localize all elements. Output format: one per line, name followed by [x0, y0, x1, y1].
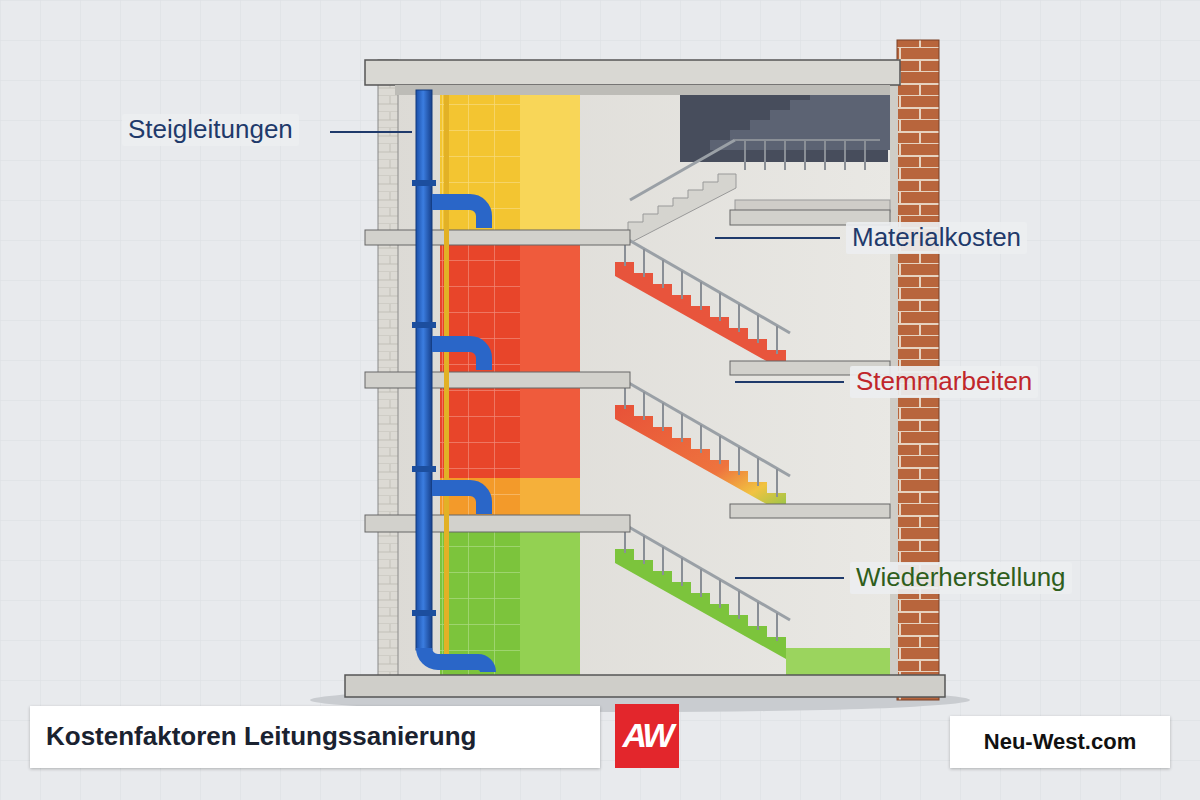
title-text: Kostenfaktoren Leitungssanierung — [46, 722, 477, 752]
cost-label: Materialkosten — [846, 222, 1027, 254]
site-name: Neu-West.com — [984, 729, 1136, 754]
cost-label: Wiederherstellung — [850, 562, 1072, 594]
cost-label: Stemmarbeiten — [850, 366, 1038, 398]
pipe-label: Steigleitungen — [122, 114, 299, 146]
logo-mark: AW — [623, 716, 672, 755]
